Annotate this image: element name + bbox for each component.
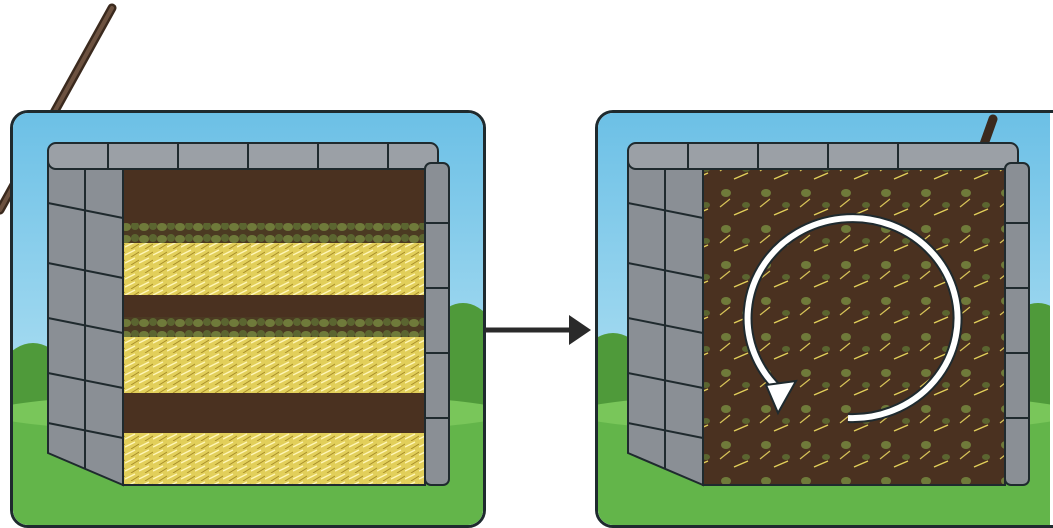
mixed-compost-illustration (598, 113, 1050, 525)
mixed-compost-panel (595, 110, 1053, 528)
layered-compost-panel (10, 110, 486, 528)
layered-compost-illustration (13, 113, 483, 525)
compost-layers (123, 169, 425, 485)
transition-arrow (483, 305, 593, 355)
